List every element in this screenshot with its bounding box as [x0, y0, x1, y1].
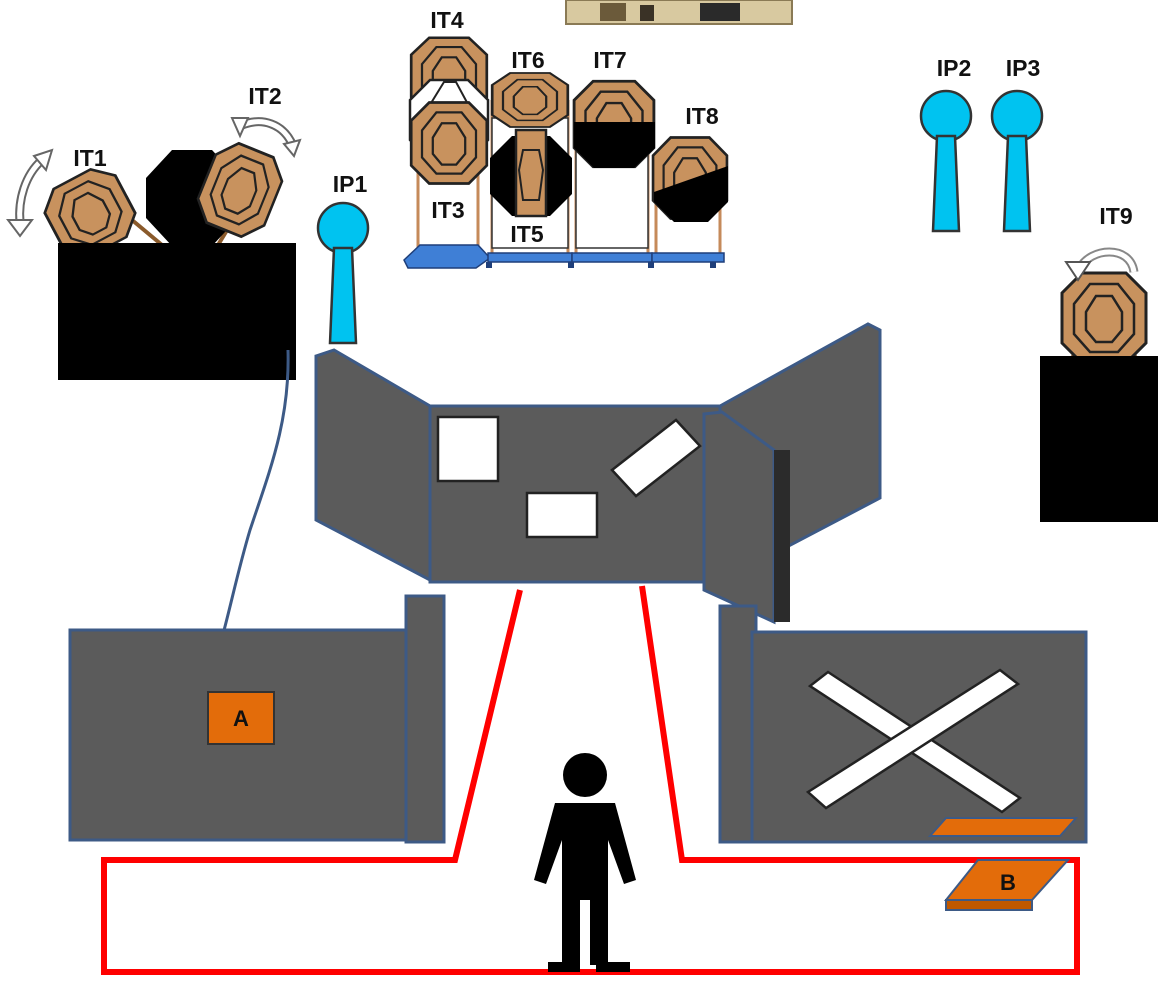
port-window — [610, 418, 702, 498]
it1-it2-stand — [6, 117, 302, 380]
box-b-label: B — [1000, 870, 1016, 895]
back-right-door — [702, 410, 776, 625]
it7-label: IT7 — [593, 47, 626, 73]
box-a-label: A — [233, 706, 249, 731]
box-a[interactable]: A — [207, 691, 275, 745]
port-window — [525, 491, 599, 539]
left-front-wall: A — [68, 594, 446, 844]
it7-black-no-shoot — [574, 122, 655, 168]
it8-label: IT8 — [685, 103, 718, 129]
it3-label: IT3 — [431, 197, 464, 223]
it2-label: IT2 — [248, 83, 281, 109]
ip2-label: IP2 — [937, 55, 972, 81]
it1-it2-base — [58, 243, 296, 380]
ip1-label: IP1 — [333, 171, 368, 197]
it3-steel-target — [409, 101, 489, 185]
back-barricade — [314, 322, 882, 625]
it5-steel-target — [514, 128, 548, 218]
ip2-popper — [919, 89, 973, 233]
banner-image — [565, 0, 793, 25]
steel-array — [403, 36, 729, 269]
port-window — [436, 415, 500, 483]
it9-base — [1040, 356, 1158, 522]
fault-line — [101, 585, 1080, 975]
ip1-popper — [316, 201, 370, 345]
ip3-popper — [990, 89, 1044, 233]
it6-steel-target — [490, 71, 570, 129]
it9-steel-target — [1060, 271, 1148, 365]
it4-label: IT4 — [430, 7, 463, 33]
it5-label: IT5 — [510, 221, 543, 247]
it6-label: IT6 — [511, 47, 544, 73]
ip3-label: IP3 — [1006, 55, 1041, 81]
shooter-silhouette-icon — [534, 753, 636, 972]
it1-label: IT1 — [73, 145, 106, 171]
box-b[interactable]: B — [927, 817, 1079, 911]
back-left-wing — [314, 348, 432, 583]
x-port-bar — [805, 668, 1021, 810]
it9-label: IT9 — [1099, 203, 1132, 229]
right-front-wall — [718, 604, 1088, 844]
it9-stand — [1040, 247, 1158, 522]
it8-black-no-shoot — [654, 166, 728, 222]
